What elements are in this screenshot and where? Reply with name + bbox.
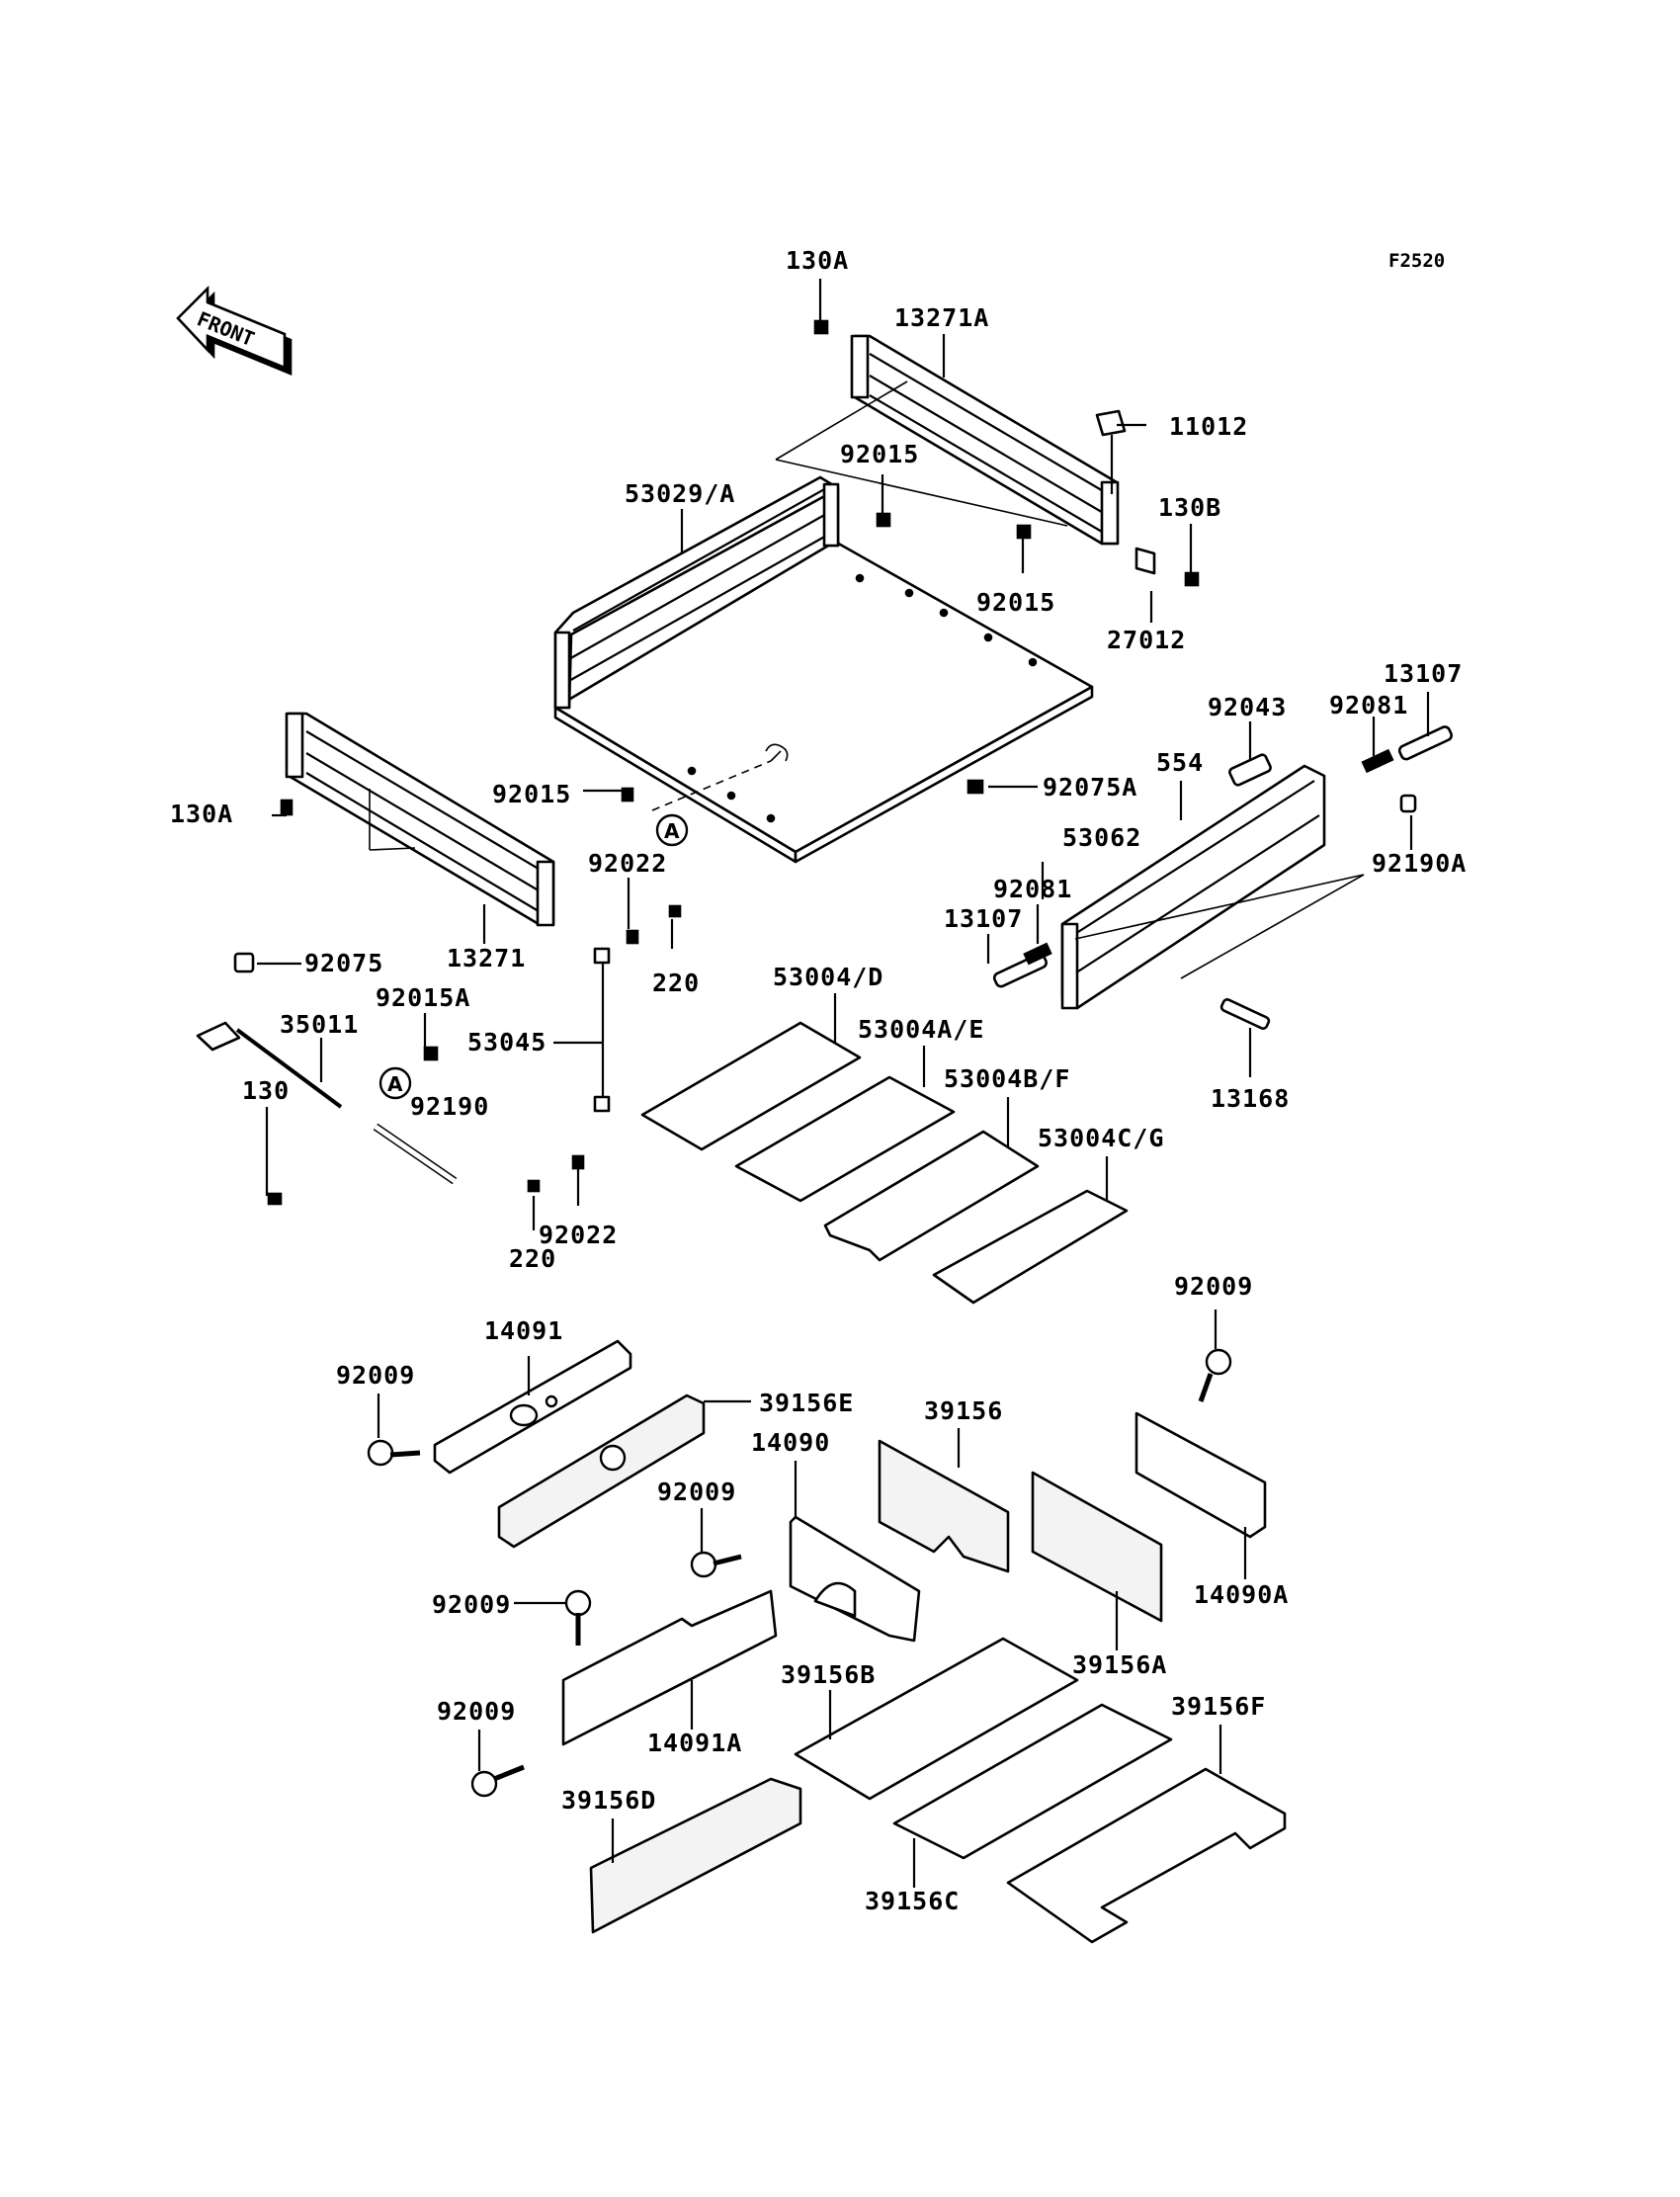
mat-39156C: [892, 1703, 1173, 1860]
part-label: 92081: [1329, 691, 1408, 719]
part-label: 92022: [588, 849, 667, 878]
part-label: 39156E: [759, 1389, 854, 1417]
foam-39156A: [1031, 1471, 1163, 1623]
part-label: 92075: [304, 949, 383, 977]
part-label: 92009: [336, 1361, 415, 1390]
part-label: 92015A: [376, 983, 470, 1012]
part-label: 35011: [280, 1010, 359, 1039]
part-label: 27012: [1107, 626, 1186, 654]
ref-marker-a-rod: A: [378, 1066, 412, 1100]
leader-lines: [257, 279, 1430, 1888]
figure-code: F2520: [1388, 250, 1445, 272]
part-label: 92075A: [1043, 773, 1137, 802]
side-gate-13271: [285, 712, 555, 927]
tailgate-53062: [1060, 764, 1365, 1010]
part-label: 14090A: [1194, 1580, 1289, 1609]
part-label: 92009: [437, 1697, 516, 1726]
part-label: 39156: [924, 1396, 1003, 1425]
part-label: 39156D: [561, 1786, 656, 1815]
cargo-bed-53029: [553, 475, 1094, 864]
part-label: 14091: [484, 1316, 563, 1345]
part-labels: 130A 13271A 11012 92015 130B 53029/A 270…: [170, 246, 1467, 1915]
mats-53004: [640, 1021, 1129, 1305]
part-label: 92009: [432, 1590, 511, 1619]
rear-panel-13271A: [775, 334, 1156, 575]
part-label: 13168: [1211, 1084, 1290, 1113]
part-label: 14091A: [647, 1729, 742, 1757]
part-label: 53004A/E: [858, 1015, 984, 1044]
part-label: 92009: [1174, 1272, 1253, 1301]
part-label: 39156F: [1171, 1692, 1266, 1721]
part-label: 13107: [944, 904, 1023, 933]
mat-39156F: [1006, 1767, 1287, 1944]
part-label: 13271: [447, 944, 526, 972]
part-label: 130A: [170, 800, 233, 828]
part-label: 39156B: [781, 1660, 876, 1689]
ref-a-label-2: A: [387, 1072, 403, 1096]
part-label: 53029/A: [625, 479, 735, 508]
cover-panel-14090A: [1134, 1411, 1267, 1539]
part-label: 53045: [467, 1028, 546, 1056]
part-label: 92015: [976, 588, 1055, 617]
part-label: 53004C/G: [1038, 1124, 1164, 1152]
part-label: 92190A: [1372, 849, 1467, 878]
part-label: 39156C: [865, 1887, 960, 1915]
part-label: 53004B/F: [944, 1064, 1070, 1093]
part-label: 53062: [1062, 823, 1141, 852]
ref-a-label-1: A: [664, 819, 680, 843]
part-label: 11012: [1169, 412, 1248, 441]
cover-panel-14090: [789, 1515, 921, 1643]
part-label: 92190: [410, 1092, 489, 1121]
part-label: 554: [1156, 748, 1204, 777]
part-label: 220: [509, 1244, 556, 1273]
cover-panel-14091A: [561, 1589, 778, 1746]
foam-39156: [878, 1439, 1010, 1573]
part-label: 130B: [1158, 493, 1221, 522]
mat-39156B: [794, 1637, 1079, 1801]
part-label: 53004/D: [773, 963, 883, 991]
part-label: 13107: [1384, 659, 1463, 688]
cover-panel-14091: [433, 1339, 632, 1475]
hardware-pieces: [196, 319, 1453, 1798]
part-label: 92022: [539, 1221, 618, 1249]
part-label: 130: [242, 1076, 290, 1105]
part-label: 92015: [840, 440, 919, 468]
part-label: 39156A: [1072, 1650, 1167, 1679]
part-label: 92043: [1208, 693, 1287, 721]
part-label: 13271A: [894, 303, 989, 332]
foam-39156D: [589, 1777, 802, 1934]
part-label: 92009: [657, 1478, 736, 1506]
ref-marker-a-bed: A: [655, 813, 689, 847]
front-direction-arrow: FRONT: [176, 285, 293, 376]
part-label: 92081: [993, 875, 1072, 903]
part-label: 14090: [751, 1428, 830, 1457]
part-label: 92015: [492, 780, 571, 808]
part-label: 130A: [786, 246, 849, 275]
cover-foam-39156E: [497, 1394, 706, 1549]
part-label: 220: [652, 969, 700, 997]
